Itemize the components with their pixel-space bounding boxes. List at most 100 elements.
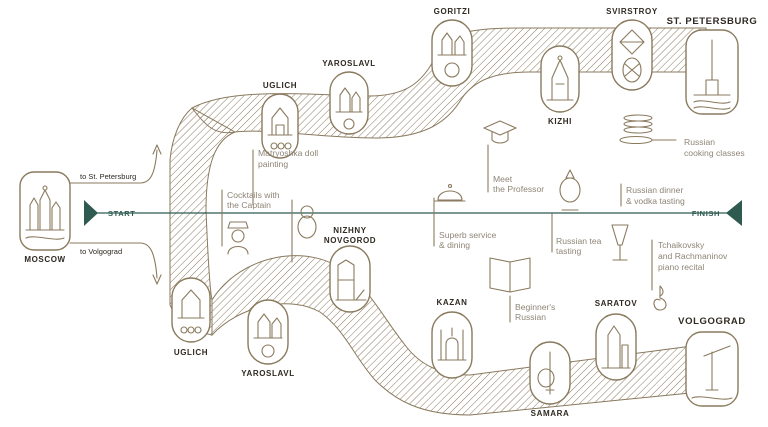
professor-line2: the Professor	[493, 184, 544, 194]
uglich-north-label: UGLICH	[263, 81, 297, 90]
city-uglich-south: UGLICH	[171, 277, 211, 357]
beginners-line2: Russian	[515, 312, 546, 322]
activity-cooking: Russian cooking classes	[619, 114, 745, 158]
dinner-line1: Russian dinner	[626, 185, 683, 195]
mosque-icon	[437, 327, 467, 361]
kizhi-label: KIZHI	[548, 117, 572, 126]
activity-beginners-russian: Beginner's Russian	[489, 257, 555, 323]
pancakes-icon	[619, 114, 653, 145]
kizhi-frame	[540, 45, 580, 113]
city-goritzi: GORITZI	[431, 7, 473, 87]
service-line1: Superb service	[439, 230, 497, 240]
kazan-label: KAZAN	[437, 298, 468, 307]
direction-arrows: to St. Petersburg to Volgograd	[69, 144, 162, 285]
start-label: START	[108, 209, 135, 218]
captain-icon	[227, 221, 249, 255]
samara-label: SAMARA	[531, 409, 570, 418]
beginners-line1: Beginner's	[515, 302, 555, 312]
matryoshka-icon	[291, 199, 317, 263]
tea-line2: tasting	[556, 246, 582, 256]
city-nizhny-novgorod: NIZHNY NOVGOROD	[324, 226, 376, 313]
svirstroy-label: SVIRSTROY	[606, 7, 658, 16]
city-st-petersburg: ST. PETERSBURG	[667, 16, 758, 115]
service-line2: & dining	[439, 240, 470, 250]
city-yaroslavl-north: YAROSLAVL	[322, 59, 375, 135]
treble-clef-icon	[653, 285, 667, 311]
arrow-down-head	[152, 274, 162, 285]
novgorod-label: NOVGOROD	[324, 236, 376, 245]
cloche-icon	[434, 183, 466, 202]
arrow-to-st-petersburg	[69, 149, 158, 184]
church-icon	[267, 107, 293, 150]
nizhny-label: NIZHNY	[333, 226, 366, 235]
activity-tea: Russian tea tasting	[551, 169, 602, 256]
concert-line2: and Rachmaninov	[658, 251, 728, 261]
city-uglich-north: UGLICH	[261, 81, 299, 159]
concert-line3: piano recital	[658, 262, 704, 272]
st-petersburg-label: ST. PETERSBURG	[667, 16, 758, 27]
activity-professor: Meet the Professor	[483, 120, 544, 194]
city-moscow: MOSCOW	[19, 171, 71, 264]
yaroslavl-north-frame	[329, 71, 369, 135]
monastery-icon	[437, 32, 467, 78]
svirstroy-frame	[611, 19, 653, 91]
saratov-frame	[595, 313, 637, 381]
nizhny-novgorod-frame	[329, 245, 371, 313]
to-volgograd-label: to Volgograd	[80, 247, 122, 256]
matryoshka-line1: Matryoshka doll	[258, 148, 318, 158]
city-yaroslavl-south: YAROSLAVL	[241, 299, 294, 378]
wooden-church-icon	[546, 55, 574, 101]
cathedral-icon-south	[253, 313, 283, 358]
uglich-south-label: UGLICH	[174, 348, 208, 357]
uglich-north-frame	[261, 93, 299, 159]
book-icon	[489, 257, 531, 293]
goritzi-label: GORITZI	[434, 7, 471, 16]
finish-label: FINISH	[692, 209, 720, 218]
rocket-icon	[537, 351, 555, 395]
pine-cone-icon	[619, 29, 645, 83]
tower-icon	[601, 325, 631, 369]
activity-cocktails: Cocktails with the Captain	[221, 189, 280, 255]
city-svirstroy: SVIRSTROY	[606, 7, 658, 91]
to-st-petersburg-label: to St. Petersburg	[80, 172, 136, 181]
activity-dinner: Russian dinner & vodka tasting	[611, 183, 685, 261]
uglich-south-frame	[171, 277, 211, 343]
yaroslavl-south-frame	[247, 299, 289, 365]
activity-concert: Tchaikovsky and Rachmaninov piano recita…	[651, 239, 728, 311]
start-flag	[84, 200, 98, 226]
saratov-label: SARATOV	[595, 299, 638, 308]
activity-service: Superb service & dining	[433, 183, 497, 250]
city-saratov: SARATOV	[595, 299, 638, 381]
city-volgograd: VOLGOGRAD	[678, 316, 745, 407]
professor-line1: Meet	[493, 174, 513, 184]
spire-icon	[693, 39, 731, 110]
church-icon-south	[177, 289, 205, 334]
city-samara: SAMARA	[529, 341, 571, 418]
fortress-icon	[335, 259, 367, 301]
cocktails-line2: the Captain	[227, 200, 271, 210]
arrow-up-head	[152, 144, 162, 155]
matryoshka-line2: painting	[258, 159, 288, 169]
cathedral-icon	[335, 87, 363, 130]
tea-line1: Russian tea	[556, 236, 602, 246]
motherland-statue-icon	[691, 345, 733, 400]
cooking-line2: cooking classes	[684, 148, 745, 158]
city-kazan: KAZAN	[431, 298, 473, 379]
graduation-cap-icon	[483, 120, 517, 144]
city-kizhi: KIZHI	[540, 45, 580, 126]
kazan-frame	[431, 311, 473, 379]
samovar-icon	[559, 169, 581, 211]
concert-line1: Tchaikovsky	[658, 240, 705, 250]
vodka-glass-icon	[611, 224, 629, 261]
start-finish-line: START FINISH	[84, 200, 742, 226]
dinner-line2: & vodka tasting	[626, 196, 685, 206]
cooking-line1: Russian	[684, 137, 715, 147]
arrow-to-volgograd	[69, 242, 158, 279]
yaroslavl-south-label: YAROSLAVL	[241, 369, 294, 378]
kremlin-icon	[25, 185, 65, 240]
activity-matryoshka: Matryoshka doll painting	[252, 148, 318, 263]
yaroslavl-north-label: YAROSLAVL	[322, 59, 375, 68]
finish-flag	[726, 200, 742, 226]
moscow-label: MOSCOW	[24, 255, 65, 264]
